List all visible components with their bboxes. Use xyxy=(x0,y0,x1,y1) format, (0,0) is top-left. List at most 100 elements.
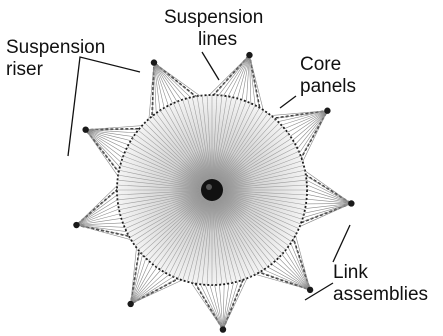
gore-fan-line xyxy=(280,252,311,291)
suspension-line xyxy=(206,95,213,191)
gore-fan-line xyxy=(153,62,161,113)
gore-fan-line xyxy=(293,110,328,147)
gore-fan-line xyxy=(152,62,155,119)
riser-leader xyxy=(67,56,141,157)
gore-fan-line xyxy=(153,62,174,106)
gore-fan-line xyxy=(288,110,328,138)
suspension-line xyxy=(211,98,237,191)
riser-label-line1: Suspension xyxy=(6,37,105,58)
gore-fan-line xyxy=(241,55,250,102)
label-core-panels: Core panels xyxy=(300,54,356,97)
suspension-line xyxy=(211,189,233,283)
gore-fan-line xyxy=(153,62,203,98)
lines-label-line2: lines xyxy=(198,29,237,50)
gore-fan-line xyxy=(153,62,165,111)
suspension-line xyxy=(211,189,305,211)
link-assembly xyxy=(324,107,331,114)
suspension-line xyxy=(196,96,213,191)
gore-fan-line xyxy=(222,277,244,330)
suspension-line xyxy=(125,151,213,191)
suspension-line xyxy=(211,95,218,191)
suspension-line xyxy=(211,189,228,284)
link-assembly xyxy=(219,326,227,333)
suspension-line xyxy=(132,189,213,242)
gore-fan-line xyxy=(213,282,224,330)
gore-fan-line xyxy=(271,110,328,120)
lines-leader xyxy=(201,51,220,81)
gore-panel xyxy=(148,62,203,122)
suspension-line xyxy=(211,110,264,191)
suspension-line xyxy=(144,189,213,258)
gore-fan-line xyxy=(265,265,311,291)
gore-panel xyxy=(189,275,249,330)
label-link-assemblies: Link assemblies xyxy=(333,262,428,305)
suspension-line xyxy=(141,189,213,254)
gore-fan-line xyxy=(236,55,250,101)
gore-fan-line xyxy=(76,217,124,226)
suspension-line xyxy=(211,126,283,191)
suspension-line xyxy=(182,189,213,281)
gore-fan-line xyxy=(85,129,136,138)
suspension-line xyxy=(211,146,297,191)
gore-fan-line xyxy=(209,282,224,330)
gore-fan-line xyxy=(153,62,179,104)
gore-fan-line xyxy=(298,203,352,224)
gore-fan-line xyxy=(76,224,130,233)
gore-fan-line xyxy=(269,262,311,291)
gore-fan-line xyxy=(304,178,352,204)
suspension-line xyxy=(211,122,280,191)
suspension-line xyxy=(211,189,287,250)
suspension-line xyxy=(211,103,251,191)
gore-fan-line xyxy=(130,278,185,305)
gore-fan-line xyxy=(76,188,120,226)
link-assembly xyxy=(82,126,89,133)
gore-fan-line xyxy=(130,275,176,305)
suspension-lines-bundle xyxy=(117,95,307,285)
riser-label-line2: riser xyxy=(6,59,44,80)
gore-fan-line xyxy=(294,232,311,290)
suspension-line xyxy=(117,189,213,201)
gore-fan-line xyxy=(246,55,250,104)
gore-fan-line xyxy=(130,277,181,305)
suspension-line xyxy=(211,179,307,191)
gore-fan-line xyxy=(76,224,127,228)
link-assemblies-group xyxy=(73,51,355,333)
gore-fan-line xyxy=(153,62,188,101)
gore-fan-line xyxy=(276,256,311,291)
suspension-line xyxy=(121,189,213,220)
suspension-line xyxy=(132,138,213,191)
link-label-line1: Link xyxy=(333,262,368,283)
gore-panel xyxy=(207,54,265,113)
gore-fan-line xyxy=(282,110,328,130)
gore-fan-line xyxy=(286,244,311,291)
gore-fan-line xyxy=(130,270,167,305)
link-assembly xyxy=(246,51,253,59)
leader-lines xyxy=(67,51,351,301)
gore-fan-line xyxy=(249,55,252,106)
gore-fan-line xyxy=(297,110,328,156)
suspension-line xyxy=(211,189,242,281)
gore-panel xyxy=(296,168,352,229)
core-label-line2: panels xyxy=(300,76,356,97)
central-hub xyxy=(201,179,223,201)
suspension-line xyxy=(160,110,213,191)
gore-fan-line xyxy=(153,62,183,102)
gore-fan-line xyxy=(249,55,261,111)
core-leader xyxy=(279,95,297,109)
gore-fan-line xyxy=(76,193,120,226)
gore-fan-line xyxy=(85,129,125,160)
gore-fan-line xyxy=(130,262,155,305)
suspension-line xyxy=(137,130,213,191)
suspension-line xyxy=(187,98,213,191)
suspension-line xyxy=(211,138,292,191)
suspension-line xyxy=(137,189,213,250)
gore-fan-line xyxy=(85,128,142,130)
gore-fan-line xyxy=(222,281,230,330)
gore-fan-line xyxy=(291,110,328,142)
suspension-line xyxy=(144,122,213,191)
gore-fan-line xyxy=(130,273,171,305)
suspension-line xyxy=(211,189,237,282)
gore-fan-line xyxy=(222,280,235,330)
gore-fan-line xyxy=(226,54,250,99)
